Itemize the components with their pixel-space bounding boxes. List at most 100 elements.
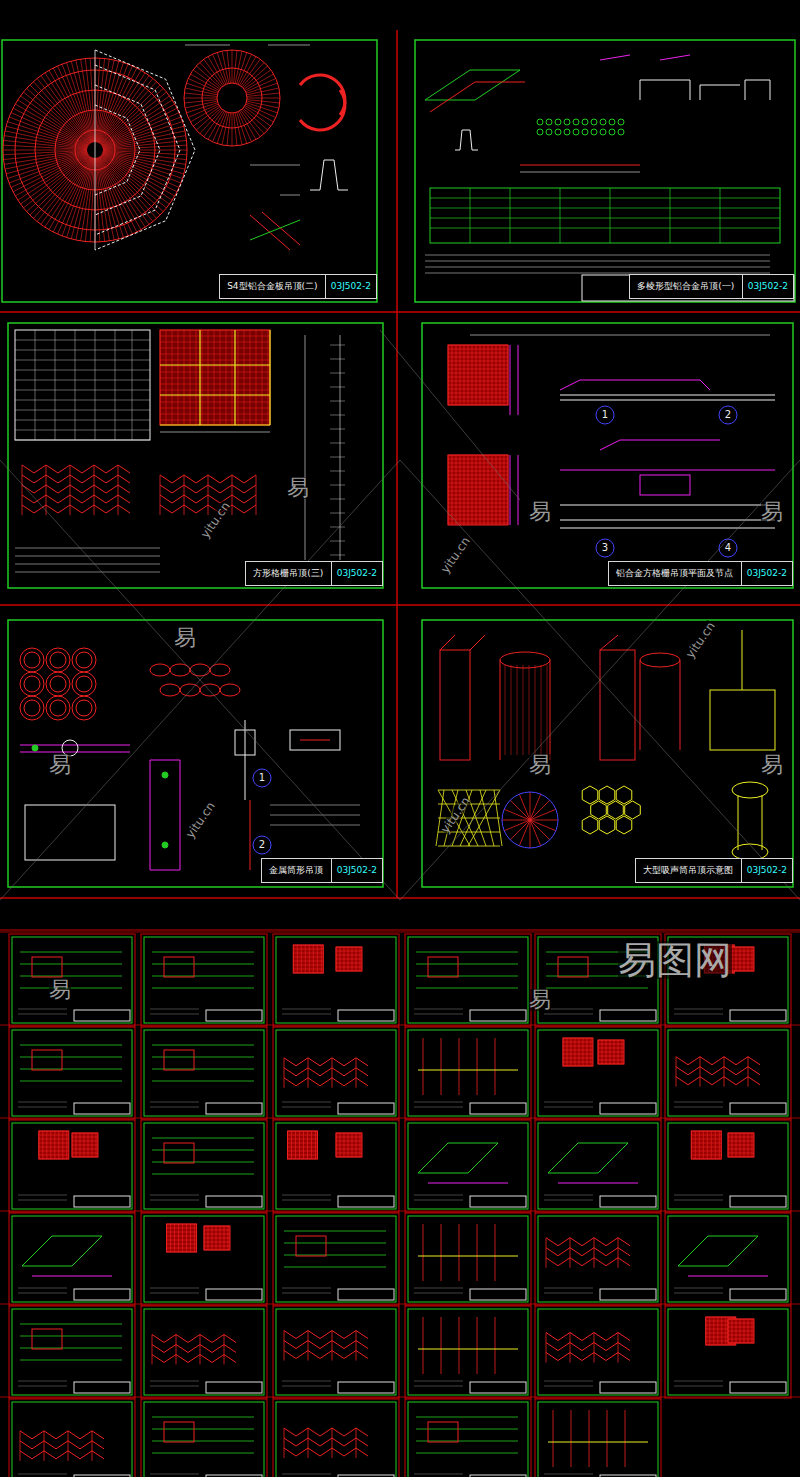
cad-stroke [167, 1244, 197, 1245]
cad-stroke [555, 129, 561, 135]
cad-stroke [448, 373, 508, 374]
cad-stroke [288, 1143, 318, 1144]
cad-stroke [332, 1058, 333, 1088]
cad-stroke [76, 652, 92, 668]
cad-stroke [11, 153, 88, 187]
cad-stroke [160, 684, 180, 696]
cad-stroke [416, 1429, 518, 1430]
cad-stroke [691, 1139, 721, 1140]
cad-stroke [336, 1133, 362, 1157]
cad-stroke [72, 1145, 98, 1146]
cad-stroke [74, 1382, 130, 1393]
cad-stroke [408, 1402, 528, 1477]
cad-stroke [39, 1143, 69, 1144]
cad-stroke [472, 345, 473, 405]
cad-stroke [308, 1428, 309, 1458]
cad-stroke [150, 1102, 199, 1103]
cad-stroke [18, 1386, 67, 1387]
cad-stroke [425, 255, 770, 256]
cad-stroke [256, 330, 257, 425]
cad-stroke [706, 1317, 736, 1318]
cad-stroke [418, 1349, 518, 1350]
cad-stroke [625, 801, 641, 819]
cad-stroke [103, 150, 187, 151]
cad-stroke [546, 1353, 630, 1361]
cad-stroke [560, 470, 775, 471]
cad-stroke [495, 1038, 496, 1095]
cad-stroke [470, 1289, 526, 1300]
cad-stroke [537, 129, 543, 135]
cad-stroke [448, 515, 508, 516]
cad-stroke [18, 1381, 67, 1382]
cad-stroke [676, 1057, 677, 1087]
cad-stroke [152, 1354, 236, 1362]
cad-stroke [330, 499, 345, 500]
cad-stroke [730, 1010, 786, 1021]
cad-stroke [162, 842, 168, 848]
cad-stroke [150, 1009, 199, 1010]
cad-stroke [616, 816, 632, 834]
cad-stroke [544, 1474, 593, 1475]
cad-stroke [50, 652, 66, 668]
cad-stroke [270, 825, 360, 826]
cad-stroke [519, 794, 530, 820]
cad-stroke [214, 330, 215, 425]
cad-stroke [18, 1009, 67, 1010]
cad-stroke [555, 119, 561, 125]
cad-stroke [0, 1304, 800, 1305]
cad-stroke [336, 951, 362, 952]
cad-stroke [609, 119, 615, 125]
cad-stroke [150, 760, 180, 870]
cad-stroke [336, 963, 362, 964]
cad-stroke [618, 129, 624, 135]
cad-stroke [560, 505, 775, 506]
cad-stroke [293, 945, 323, 973]
cad-stroke [288, 1159, 318, 1160]
cad-stroke [530, 792, 531, 820]
cad-stroke [330, 345, 345, 346]
cad-stroke [95, 330, 96, 440]
cad-stroke [448, 401, 508, 402]
cad-stroke [470, 1475, 526, 1477]
cad-stroke [141, 1027, 267, 1119]
cad-stroke [665, 1120, 791, 1212]
cad-stroke [12, 1402, 132, 1477]
cad-stroke [35, 330, 36, 440]
cad-stroke [50, 676, 66, 692]
cad-stroke [674, 1014, 723, 1015]
cad-stroke [39, 1147, 69, 1148]
cad-stroke [494, 790, 502, 846]
cad-stroke [414, 1195, 463, 1196]
cad-stroke [15, 410, 150, 411]
cad-stroke [414, 1009, 463, 1010]
cad-stroke [408, 1123, 528, 1209]
cad-stroke [160, 384, 270, 385]
cad-stroke [206, 1010, 262, 1021]
cad-stroke [504, 455, 505, 525]
cad-stroke [464, 345, 465, 405]
cad-stroke [608, 801, 624, 819]
cad-stroke [200, 1334, 201, 1364]
cad-stroke [530, 820, 531, 848]
cad-stroke [250, 330, 251, 425]
cad-stroke [74, 1103, 130, 1114]
cad-stroke [68, 1431, 69, 1461]
cad-stroke [625, 1410, 626, 1467]
cad-stroke [160, 372, 270, 373]
cad-stroke [20, 648, 44, 672]
cad-stroke [160, 330, 270, 331]
cad-stroke [217, 83, 247, 113]
cad-stroke [640, 80, 690, 100]
cad-stroke [414, 1288, 463, 1289]
cad-stroke [21, 155, 89, 204]
cad-stroke [150, 1014, 199, 1015]
cad-stroke [418, 1256, 518, 1257]
cad-stroke [405, 1399, 531, 1477]
cad-stroke [544, 1195, 593, 1196]
cad-stroke [103, 140, 187, 149]
cad-stroke [238, 330, 239, 425]
cad-stroke [253, 836, 271, 854]
cad-stroke [356, 1331, 357, 1361]
cad-stroke [544, 1014, 593, 1015]
cad-stroke [560, 188, 561, 243]
